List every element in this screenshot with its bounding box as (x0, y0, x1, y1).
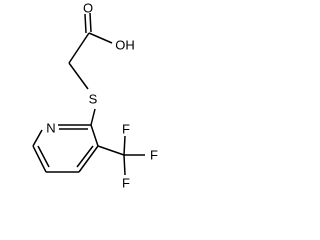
atom-fluorine-bottom: F (122, 176, 130, 191)
bond-ch2-s (68, 62, 89, 90)
molecule-drawing: O OH S N F F F (32, 1, 158, 191)
atom-fluorine-right: F (150, 148, 158, 163)
molecule-structure: O OH S N F F F (32, 1, 158, 191)
atom-nitrogen: N (46, 121, 55, 136)
bond-c3-cf3 (97, 145, 125, 156)
atom-hydroxyl: OH (115, 38, 135, 53)
atom-carbonyl-oxygen: O (83, 1, 93, 16)
bond-c6-c5-inner (37, 145, 50, 168)
bond-c4-c3 (78, 145, 99, 173)
bond-c3-c2 (90, 124, 99, 147)
bond-cf3-f-top (123, 135, 126, 156)
bond-c-o-double-1 (89, 12, 92, 33)
bond-c-o-double-2 (84, 13, 87, 34)
atom-fluorine-top: F (122, 122, 130, 137)
bond-s-c2 (90, 108, 96, 126)
bond-c6-c5 (32, 145, 47, 173)
bond-c-ch2 (68, 32, 90, 64)
atom-sulfur: S (89, 92, 98, 107)
bond-n-c6 (32, 129, 43, 147)
bond-c-oh (88, 32, 113, 44)
bond-cf3-f-bottom (123, 154, 126, 176)
bond-c4-c3-inner (76, 145, 94, 168)
